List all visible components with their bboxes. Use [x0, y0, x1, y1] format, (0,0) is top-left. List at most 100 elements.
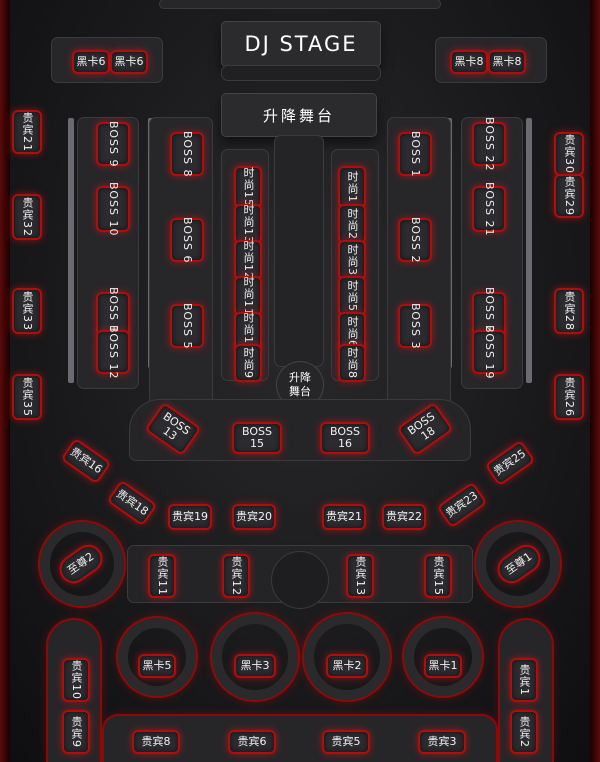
booth-label: BOSS 10: [107, 181, 120, 237]
heika-ring-5: [118, 618, 196, 696]
booth-guibin-35[interactable]: 贵宾35: [14, 376, 40, 418]
booth-guibin-23[interactable]: 贵宾23: [439, 484, 485, 526]
booth-heika-5[interactable]: 黑卡5: [140, 656, 174, 676]
booth-label: BOSS 5: [181, 302, 194, 350]
booth-heika-2[interactable]: 黑卡2: [328, 656, 366, 676]
booth-guibin-32[interactable]: 贵宾32: [14, 196, 40, 238]
heika-ring-2: [304, 614, 390, 700]
booth-label: 贵宾26: [563, 377, 576, 417]
top-wall: [160, 0, 440, 8]
booth-shishang-3[interactable]: 时尚3: [340, 242, 364, 278]
lift-stage-small-label-1: 升降: [289, 371, 311, 384]
booth-guibin-15[interactable]: 贵宾15: [426, 556, 450, 596]
booth-label: 黑卡3: [240, 659, 270, 672]
booth-guibin-6[interactable]: 贵宾6: [230, 732, 274, 752]
booth-guibin-10[interactable]: 贵宾10: [64, 660, 88, 700]
booth-shishang-15[interactable]: 时尚15: [236, 167, 260, 207]
booth-boss-12[interactable]: BOSS 12: [98, 325, 128, 379]
booth-guibin-29[interactable]: 贵宾29: [556, 176, 582, 216]
booth-boss-6[interactable]: BOSS 6: [172, 217, 202, 263]
booth-guibin-2[interactable]: 贵宾2: [512, 712, 536, 752]
booth-label: BOSS 19: [483, 324, 496, 380]
booth-guibin-20[interactable]: 贵宾20: [234, 506, 274, 528]
runway: [275, 136, 323, 366]
booth-guibin-18[interactable]: 贵宾18: [109, 482, 155, 524]
booth-label: 贵宾12: [230, 556, 243, 596]
booth-label: 时尚12: [242, 240, 255, 280]
lift-stage-label: 升降舞台: [262, 106, 335, 125]
booth-heika-1[interactable]: 黑卡1: [426, 656, 460, 676]
booth-shishang-5[interactable]: 时尚5: [340, 278, 364, 314]
booth-label: 贵宾35: [21, 377, 34, 417]
booth-boss-9[interactable]: BOSS 9: [98, 121, 128, 167]
dj-stage-base: [222, 66, 380, 80]
booth-guibin-11[interactable]: 贵宾11: [150, 556, 174, 596]
booth-shishang-10[interactable]: 时尚10: [236, 312, 260, 352]
booth-heika-6-a[interactable]: 黑卡6: [74, 52, 108, 72]
booth-label: 时尚5: [346, 280, 359, 312]
booth-boss-10[interactable]: BOSS 10: [98, 182, 128, 236]
booth-boss-3[interactable]: BOSS 3: [400, 303, 430, 349]
booth-boss-19[interactable]: BOSS 19: [474, 325, 504, 379]
booth-guibin-25[interactable]: 贵宾25: [487, 442, 533, 484]
booth-guibin-33[interactable]: 贵宾33: [14, 290, 40, 332]
booth-guibin-21[interactable]: 贵宾21: [324, 506, 364, 528]
booth-guibin-28[interactable]: 贵宾28: [556, 290, 582, 332]
booth-shishang-11[interactable]: 时尚11: [236, 276, 260, 316]
booth-heika-8-b[interactable]: 黑卡8: [490, 52, 524, 72]
booth-boss-16[interactable]: BOSS 16: [322, 424, 368, 452]
booth-shishang-8[interactable]: 时尚8: [340, 346, 364, 380]
booth-label: 贵宾18: [113, 486, 151, 519]
booth-label: 贵宾16: [67, 444, 105, 477]
booth-shishang-12[interactable]: 时尚12: [236, 240, 260, 280]
booth-guibin-26[interactable]: 贵宾26: [556, 376, 582, 418]
booth-heika-8-a[interactable]: 黑卡8: [452, 52, 486, 72]
booth-guibin-3[interactable]: 贵宾3: [420, 732, 464, 752]
booth-label: 贵宾29: [563, 176, 576, 216]
booth-shishang-9[interactable]: 时尚9: [236, 346, 260, 380]
booth-boss-15[interactable]: BOSS 15: [234, 424, 280, 452]
booth-label: 贵宾5: [331, 735, 361, 748]
booth-label: 时尚10: [242, 312, 255, 352]
booth-label: 贵宾8: [141, 735, 171, 748]
booth-guibin-8[interactable]: 贵宾8: [134, 732, 178, 752]
booth-guibin-21-left[interactable]: 贵宾21: [14, 112, 40, 152]
supreme-ring-right: [476, 522, 560, 606]
booth-heika-3[interactable]: 黑卡3: [236, 656, 274, 676]
booth-guibin-1[interactable]: 贵宾1: [512, 660, 536, 700]
center-pillar: [272, 552, 328, 608]
booth-label: 贵宾22: [386, 510, 422, 523]
booth-guibin-19[interactable]: 贵宾19: [170, 506, 210, 528]
booth-guibin-22[interactable]: 贵宾22: [384, 506, 424, 528]
booth-boss-5[interactable]: BOSS 5: [172, 302, 202, 350]
booth-guibin-9[interactable]: 贵宾9: [64, 712, 88, 752]
booth-heika-6-b[interactable]: 黑卡6: [112, 52, 146, 72]
booth-boss-11[interactable]: BOSS 11: [98, 287, 128, 341]
booth-label: 贵宾1: [518, 664, 531, 696]
booth-guibin-13[interactable]: 贵宾13: [348, 556, 372, 596]
dj-stage-label: DJ STAGE: [244, 32, 358, 56]
rail-right-outer: [526, 118, 532, 383]
booth-boss-8[interactable]: BOSS 8: [172, 130, 202, 178]
booth-label: 贵宾3: [427, 735, 457, 748]
booth-shishang-1[interactable]: 时尚1: [340, 168, 364, 206]
booth-boss-1[interactable]: BOSS 1: [400, 131, 430, 177]
booth-label: 黑卡6: [76, 55, 106, 68]
booth-label: 黑卡8: [454, 55, 484, 68]
booth-boss-22[interactable]: BOSS 22: [474, 117, 504, 171]
booth-label: 贵宾13: [354, 556, 367, 596]
booth-boss-20[interactable]: BOSS 20: [474, 287, 504, 341]
booth-guibin-5[interactable]: 贵宾5: [324, 732, 368, 752]
booth-shishang-2[interactable]: 时尚2: [340, 206, 364, 242]
booth-guibin-12[interactable]: 贵宾12: [224, 556, 248, 596]
booth-boss-21[interactable]: BOSS 21: [474, 182, 504, 236]
booth-guibin-30[interactable]: 贵宾30: [556, 134, 582, 174]
booth-shishang-6[interactable]: 时尚6: [340, 314, 364, 350]
booth-label: BOSS 8: [181, 130, 194, 178]
booth-shishang-13[interactable]: 时尚13: [236, 204, 260, 244]
booth-boss-2[interactable]: BOSS 2: [400, 216, 430, 264]
booth-label: 贵宾6: [237, 735, 267, 748]
booth-label: BOSS 2: [409, 216, 422, 264]
booth-guibin-16[interactable]: 贵宾16: [63, 440, 109, 482]
